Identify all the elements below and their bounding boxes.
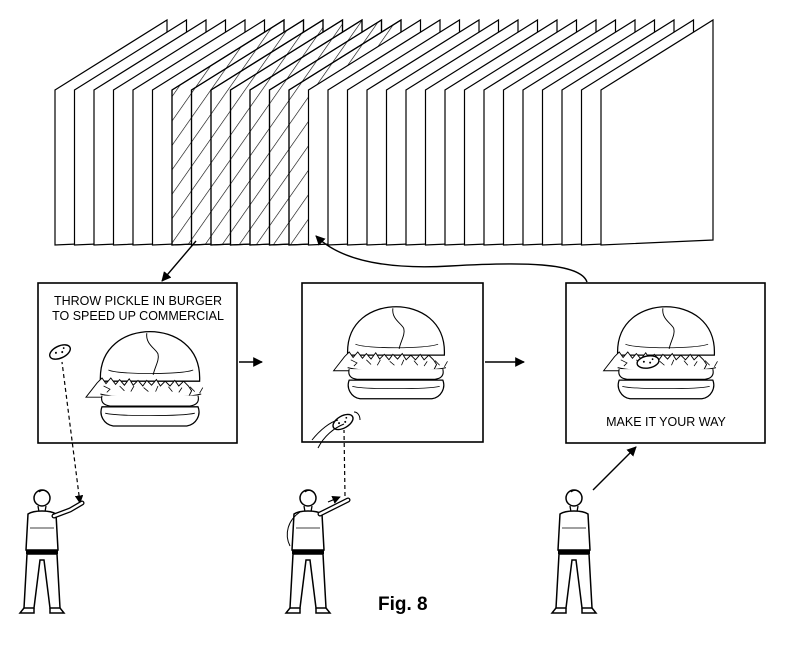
person-2 bbox=[285, 489, 351, 614]
motion-arrow bbox=[327, 496, 341, 504]
motion-line bbox=[353, 411, 361, 421]
person-1 bbox=[19, 489, 85, 614]
motion-line bbox=[286, 511, 301, 547]
person-icon bbox=[285, 489, 331, 614]
arrow-panel-3-to-frames bbox=[315, 235, 588, 283]
panel-3-caption: MAKE IT YOUR WAY bbox=[606, 415, 726, 429]
person-icon bbox=[551, 489, 597, 614]
panel-1-caption-line-2: TO SPEED UP COMMERCIAL bbox=[52, 309, 224, 323]
motion-line bbox=[311, 419, 339, 441]
arrow-person-to-panel-3 bbox=[592, 446, 637, 491]
video-frame bbox=[600, 18, 714, 246]
video-frame-stack bbox=[54, 18, 714, 246]
panel-2 bbox=[301, 282, 484, 449]
panel-3: MAKE IT YOUR WAY bbox=[565, 282, 766, 444]
person-icon bbox=[19, 489, 65, 614]
panel-1: THROW PICKLE IN BURGER TO SPEED UP COMME… bbox=[37, 282, 238, 444]
figure-label: Fig. 8 bbox=[378, 594, 428, 615]
arrow-frames-to-panel-1 bbox=[161, 240, 197, 282]
person-3 bbox=[551, 489, 597, 614]
panel-1-caption-line-1: THROW PICKLE IN BURGER bbox=[54, 294, 222, 308]
pointer-dashed-line bbox=[61, 361, 84, 504]
motion-line bbox=[317, 423, 345, 449]
